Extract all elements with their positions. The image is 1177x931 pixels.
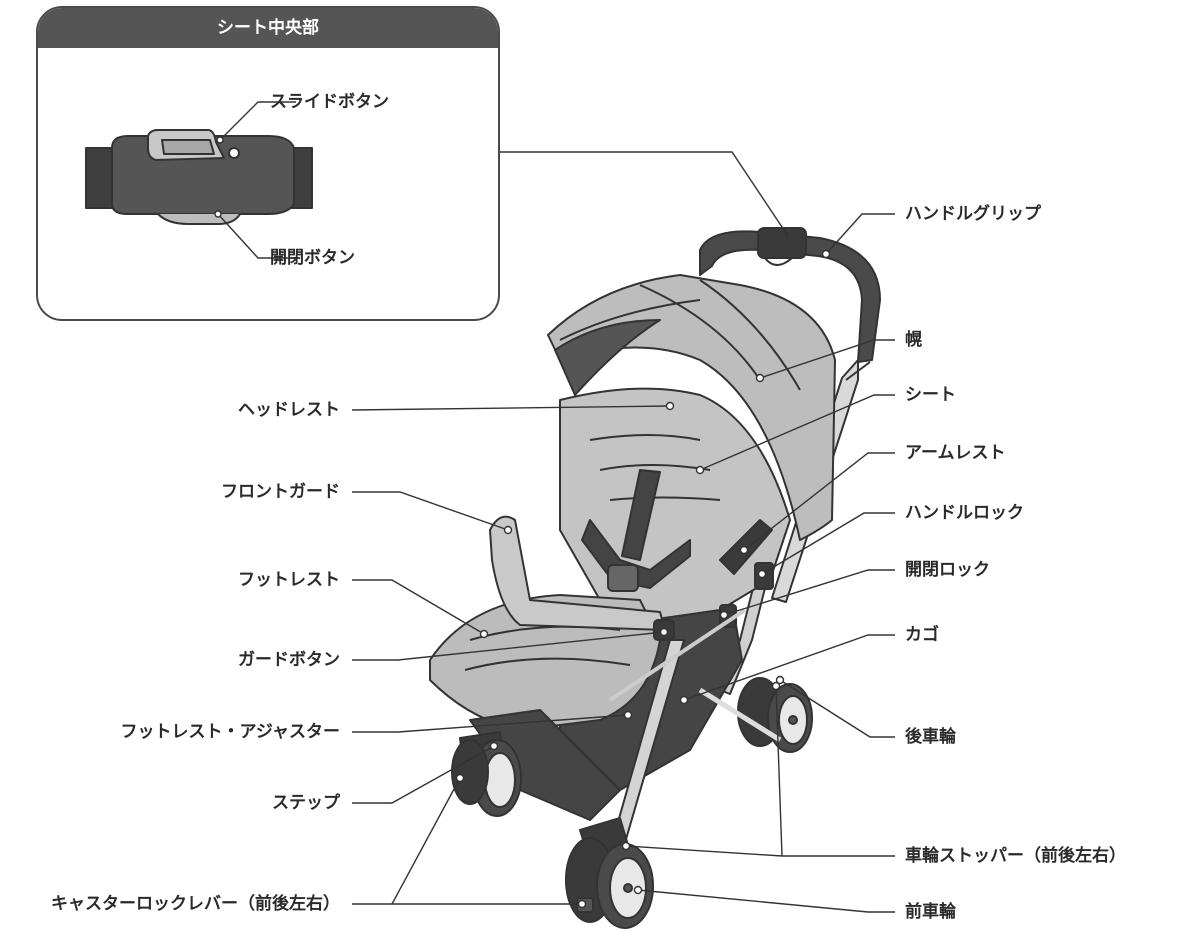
handle-center-block (757, 227, 807, 259)
harness (621, 469, 661, 561)
label-canopy: 幌 (905, 330, 922, 350)
label-rear-wheel: 後車輪 (905, 727, 956, 747)
label-slide-button: スライドボタン (270, 92, 389, 112)
label-wheel-stopper: 車輪ストッパー（前後左右） (905, 846, 1126, 866)
label-headrest: ヘッドレスト (238, 400, 340, 420)
label-basket: カゴ (905, 625, 939, 645)
label-handle-grip: ハンドルグリップ (905, 204, 1041, 224)
inset-title: シート中央部 (38, 8, 498, 48)
label-footrest: フットレスト (238, 570, 340, 590)
seat-center-illustration (85, 101, 313, 259)
seat-center-inset: シート中央部 スライドボタン 開閉ボタン (36, 6, 500, 321)
label-caster-lock-lever: キャスターロックレバー（前後左右） (51, 894, 340, 914)
label-front-guard: フロントガード (221, 482, 340, 502)
label-armrest: アームレスト (905, 443, 1006, 463)
label-front-wheel: 前車輪 (905, 902, 956, 922)
label-step: ステップ (272, 793, 340, 813)
label-guard-button: ガードボタン (238, 650, 340, 670)
stroller-illustration (429, 227, 881, 929)
label-footrest-adjuster: フットレスト・アジャスター (120, 722, 340, 742)
label-open-close-button: 開閉ボタン (270, 248, 355, 268)
label-seat: シート (905, 385, 956, 405)
label-open-close-lock: 開閉ロック (905, 560, 990, 580)
handle-bar (699, 230, 881, 363)
canopy-inner (554, 319, 661, 396)
label-handle-lock: ハンドルロック (905, 503, 1024, 523)
leader-lines (351, 151, 895, 913)
leader-dots (455, 249, 831, 909)
harness-buckle (607, 564, 639, 592)
